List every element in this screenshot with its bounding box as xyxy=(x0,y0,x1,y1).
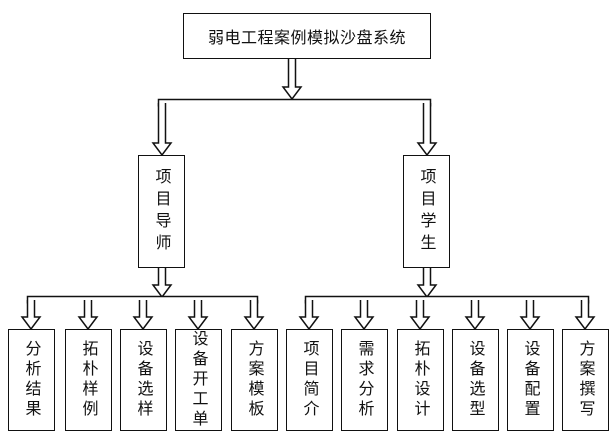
arrow-to-student-leaf-3 xyxy=(409,300,431,331)
student-down-arrow xyxy=(416,268,438,299)
arrow-to-student-leaf-6 xyxy=(574,300,596,331)
leaf-label: 拓朴样例 xyxy=(79,340,99,420)
root-label: 弱电工程案例模拟沙盘系统 xyxy=(207,28,406,47)
leaf-label: 设备选样 xyxy=(134,340,154,420)
arrow-to-student-leaf-5 xyxy=(519,300,541,331)
leaf-label: 分析结果 xyxy=(22,340,42,420)
arrow-to-mentor-leaf-5 xyxy=(243,300,265,331)
leaf-label: 设备开工单 xyxy=(189,330,209,430)
leaf-label: 设备选型 xyxy=(466,340,486,420)
arrow-to-student-leaf-1 xyxy=(298,300,320,331)
leaf-label: 方案模板 xyxy=(245,340,265,420)
leaf-node-student-2: 需求分析 xyxy=(341,329,388,431)
leaf-label: 需求分析 xyxy=(355,340,375,420)
branch-node-student: 项目学生 xyxy=(403,155,450,268)
arrow-to-mentor-leaf-3 xyxy=(132,300,154,331)
leaf-node-student-6: 方案撰写 xyxy=(562,329,609,431)
branch-label-student: 项目学生 xyxy=(417,167,437,256)
arrow-to-mentor-leaf-4 xyxy=(187,300,209,331)
leaf-node-mentor-1: 分析结果 xyxy=(8,329,55,431)
leaf-label: 方案撰写 xyxy=(576,340,596,420)
root-node: 弱电工程案例模拟沙盘系统 xyxy=(183,13,431,59)
arrow-to-mentor xyxy=(151,103,173,157)
leaf-label: 项目简介 xyxy=(300,340,320,420)
branch-node-mentor: 项目导师 xyxy=(138,155,185,268)
arrow-to-student xyxy=(416,103,438,157)
student-bus xyxy=(304,295,590,304)
leaf-node-student-5: 设备配置 xyxy=(507,329,554,431)
arrow-to-student-leaf-2 xyxy=(353,300,375,331)
top-bus xyxy=(157,98,432,107)
arrow-to-mentor-leaf-2 xyxy=(77,300,99,331)
branch-label-mentor: 项目导师 xyxy=(152,167,172,256)
leaf-node-student-4: 设备选型 xyxy=(452,329,499,431)
arrow-to-mentor-leaf-1 xyxy=(20,300,42,331)
leaf-node-mentor-3: 设备选样 xyxy=(120,329,167,431)
leaf-node-mentor-2: 拓朴样例 xyxy=(65,329,112,431)
leaf-node-mentor-4: 设备开工单 xyxy=(175,329,222,431)
leaf-node-student-1: 项目简介 xyxy=(286,329,333,431)
leaf-node-mentor-5: 方案模板 xyxy=(231,329,278,431)
root-down-arrow xyxy=(281,59,303,101)
leaf-node-student-3: 拓朴设计 xyxy=(397,329,444,431)
leaf-label: 拓朴设计 xyxy=(411,340,431,420)
arrow-to-student-leaf-4 xyxy=(464,300,486,331)
leaf-label: 设备配置 xyxy=(521,340,541,420)
mentor-down-arrow xyxy=(151,268,173,299)
